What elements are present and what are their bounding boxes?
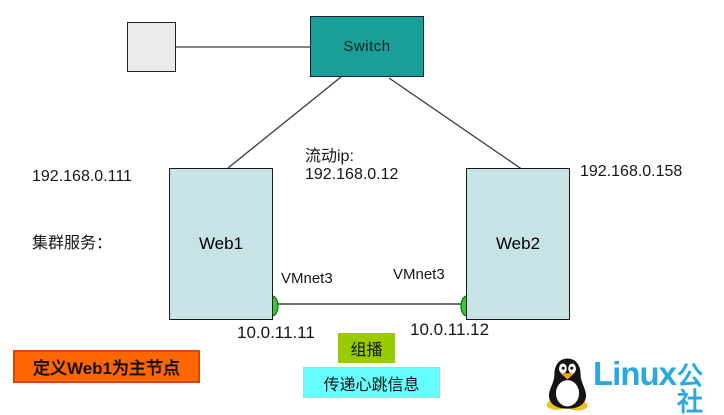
web1-heartbeat-ip: 10.0.11.11 xyxy=(237,323,315,342)
heartbeat-note: 传递心跳信息 xyxy=(303,367,440,398)
master-node-note-text: 定义Web1为主节点 xyxy=(32,359,181,378)
link-switch-web2 xyxy=(388,77,524,171)
floating-ip-caption: 流动ip: xyxy=(305,148,354,165)
multicast-note-text: 组播 xyxy=(350,342,383,359)
cluster-service-label: 集群服务： xyxy=(32,235,113,252)
web1-public-ip-label: 192.168.0.111 xyxy=(32,168,132,185)
tux-penguin-icon xyxy=(544,357,591,415)
multicast-note: 组播 xyxy=(338,333,395,363)
site-logo: Linux 公社 www.Linuxidc.com xyxy=(544,357,724,415)
web1-nic-label: VMnet3 xyxy=(281,270,333,287)
client-node xyxy=(127,22,176,72)
heartbeat-note-text: 传递心跳信息 xyxy=(323,376,420,394)
web2-heartbeat-ip: 10.0.11.12 xyxy=(410,320,490,339)
floating-ip-value: 192.168.0.12 xyxy=(305,166,399,183)
web1-label: Web1 xyxy=(198,234,244,253)
logo-brand-suffix: 公社 xyxy=(677,361,704,415)
web2-public-ip-label: 192.168.0.158 xyxy=(580,163,683,180)
web2-node: Web2 xyxy=(466,168,570,320)
web1-node: Web1 xyxy=(169,168,273,320)
web2-nic-label: VMnet3 xyxy=(393,266,445,283)
switch-node: Switch xyxy=(310,16,424,77)
logo-brand-text: Linux xyxy=(593,355,677,392)
web2-label: Web2 xyxy=(495,234,541,253)
switch-label: Switch xyxy=(343,38,391,55)
master-node-note: 定义Web1为主节点 xyxy=(13,350,200,383)
